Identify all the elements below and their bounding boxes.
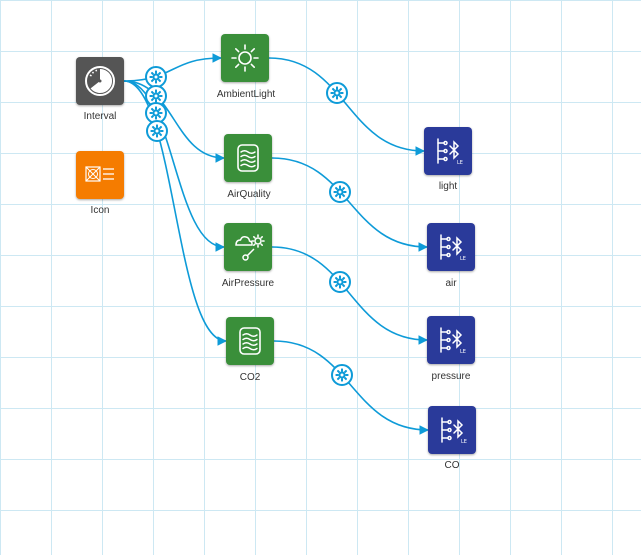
pressure-node-label: pressure	[431, 371, 471, 382]
bluetooth-le-icon: LE	[433, 229, 469, 265]
edge-settings-gear-icon[interactable]	[330, 363, 353, 386]
pressure-node[interactable]: LE	[427, 316, 475, 364]
ambient-light-node[interactable]	[221, 34, 269, 82]
icon-node-label: Icon	[90, 205, 110, 216]
co2-node[interactable]	[226, 317, 274, 365]
bluetooth-le-icon: LE	[433, 322, 469, 358]
air-waves-icon	[233, 324, 267, 358]
weather-gear-icon	[230, 229, 266, 265]
icon-node[interactable]	[76, 151, 124, 199]
svg-text:LE: LE	[460, 349, 466, 355]
light-node-label: light	[438, 181, 458, 192]
edge-ambient-light-to-light[interactable]	[268, 57, 425, 156]
co-node[interactable]: LE	[428, 406, 476, 454]
edge-air-quality-to-air[interactable]	[271, 157, 428, 252]
edge-settings-gear-icon[interactable]	[326, 82, 349, 105]
svg-text:LE: LE	[460, 256, 466, 262]
svg-text:LE: LE	[457, 160, 463, 166]
edge-settings-gear-icon[interactable]	[329, 271, 352, 294]
edge-interval-to-co2[interactable]	[123, 80, 227, 346]
interval-node[interactable]	[76, 57, 124, 105]
bluetooth-le-icon: LE	[434, 412, 470, 448]
edge-co2-to-co[interactable]	[273, 340, 429, 435]
image-list-icon	[83, 164, 117, 186]
svg-text:LE: LE	[461, 439, 467, 445]
air-waves-icon	[231, 141, 265, 175]
air-quality-node-label: AirQuality	[227, 189, 271, 200]
sun-icon	[228, 41, 262, 75]
co2-node-label: CO2	[239, 372, 261, 383]
edge-interval-to-air-pressure[interactable]	[123, 80, 225, 252]
edge-settings-gear-icon[interactable]	[329, 180, 352, 203]
clock-icon	[83, 64, 117, 98]
bluetooth-le-icon: LE	[430, 133, 466, 169]
edge-settings-gear-icon[interactable]	[146, 119, 169, 142]
interval-node-label: Interval	[83, 111, 117, 122]
air-quality-node[interactable]	[224, 134, 272, 182]
air-node[interactable]: LE	[427, 223, 475, 271]
air-node-label: air	[445, 278, 457, 289]
air-pressure-node-label: AirPressure	[221, 278, 275, 289]
air-pressure-node[interactable]	[224, 223, 272, 271]
ambient-light-node-label: AmbientLight	[216, 89, 276, 100]
light-node[interactable]: LE	[424, 127, 472, 175]
edge-interval-to-ambient-light[interactable]	[123, 53, 222, 82]
edge-settings-gear-icon[interactable]	[145, 101, 168, 124]
edge-air-pressure-to-pressure[interactable]	[271, 246, 428, 345]
co-node-label: CO	[444, 460, 460, 471]
edge-interval-to-air-quality[interactable]	[123, 80, 225, 163]
